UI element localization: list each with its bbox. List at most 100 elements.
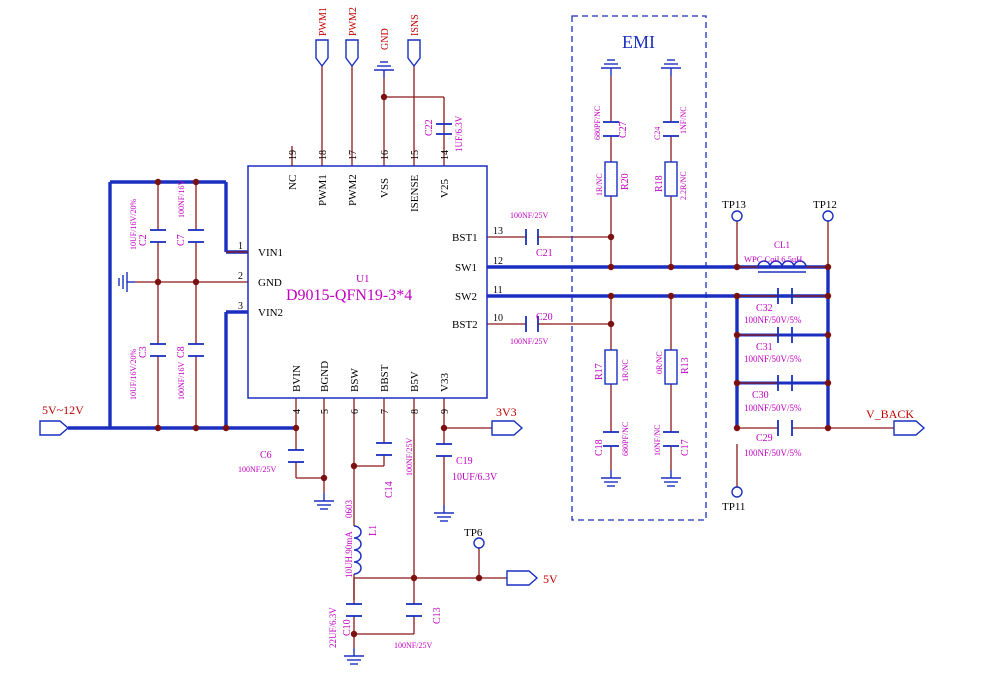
- c14-label: C14: [384, 481, 395, 498]
- pin-num-3: 3: [238, 301, 243, 312]
- pin-num-19: 19: [288, 150, 299, 160]
- c29-value: 100NF/50V/5%: [744, 448, 802, 458]
- c6-value: 100NF/25V: [238, 465, 276, 474]
- cl1-value: WPC Coil 6.5uH: [744, 254, 802, 264]
- tp13-label: TP13: [722, 199, 746, 211]
- c20-value: 100NF/25V: [510, 337, 548, 346]
- test-points: [473, 210, 834, 549]
- c7-value: 100NF/16V: [177, 180, 186, 218]
- c18-label: C18: [594, 439, 605, 456]
- pin-name-sw1: SW1: [455, 262, 477, 274]
- pin-name-nc: NC: [287, 175, 299, 190]
- c21-value: 100NF/25V: [510, 211, 548, 220]
- pin-name-bbst: BBST: [379, 364, 391, 392]
- c17-label: C17: [680, 439, 691, 456]
- pin-num-2: 2: [238, 271, 243, 282]
- pin-name-bst1: BST1: [452, 232, 478, 244]
- l1-value: 10UH.90mA: [344, 531, 354, 578]
- inductor-l1: [353, 494, 362, 575]
- tp12-label: TP12: [813, 199, 837, 211]
- pin-name-sw2: SW2: [455, 291, 477, 303]
- l1-label: L1: [368, 525, 379, 536]
- c13-label: C13: [432, 607, 443, 624]
- c20-label: C20: [536, 312, 553, 323]
- pin-num-16: 16: [380, 150, 391, 160]
- r18-label: R18: [654, 175, 665, 192]
- c10-label: C10: [342, 619, 353, 636]
- ground-symbols: [118, 59, 682, 665]
- pin-num-15: 15: [410, 150, 421, 160]
- pin-num-6: 6: [350, 409, 361, 414]
- c19-label: C19: [456, 456, 473, 467]
- c6-label: C6: [260, 450, 272, 461]
- r20-value: 1R/NC: [595, 173, 604, 196]
- pin-num-8: 8: [410, 409, 421, 414]
- resistor-symbols: [604, 161, 678, 385]
- pin-name-bvin: BVIN: [291, 365, 303, 392]
- c3-label: C3: [138, 346, 149, 358]
- port-isns-label: ISNS: [410, 14, 421, 36]
- c27-value: 680PF/NC: [593, 106, 602, 140]
- input-cap-wires: [157, 182, 197, 428]
- c24-label: C24: [653, 127, 662, 140]
- r17-value: 1R/NC: [621, 359, 630, 382]
- pin-num-13: 13: [493, 226, 503, 237]
- r17-label: R17: [594, 363, 605, 380]
- port-pwm1-label: PWM1: [318, 7, 329, 36]
- pin-num-17: 17: [348, 150, 359, 160]
- r20-label: R20: [620, 173, 631, 190]
- port-isns-shape: [407, 39, 421, 68]
- c27-label: C27: [618, 121, 629, 138]
- pin-num-7: 7: [380, 409, 391, 414]
- pin-name-bst2: BST2: [452, 319, 478, 331]
- c7-label: C7: [176, 234, 187, 246]
- emi-region-box: [571, 15, 707, 521]
- c3-value: 10UF/16V/20%: [129, 349, 138, 400]
- port-vback-label: V_BACK: [866, 407, 914, 421]
- pin-name-isense: ISENSE: [409, 174, 421, 212]
- port-vback-shape: [893, 420, 926, 436]
- pin-name-v33: V33: [439, 373, 451, 392]
- ic-ref: U1: [356, 273, 369, 285]
- pin-name-gnd: GND: [258, 277, 282, 289]
- ic-pin-stubs: [226, 146, 293, 253]
- c29-label: C29: [756, 433, 773, 444]
- port-pwm2-shape: [345, 39, 359, 68]
- c22-label: C22: [424, 119, 435, 136]
- pin-name-bgnd: BGND: [319, 361, 331, 392]
- c18-value: 680PF/NC: [621, 422, 630, 456]
- c2-label: C2: [138, 234, 149, 246]
- port-pwm2-label: PWM2: [348, 7, 359, 36]
- c2-value: 10UF/16V/20%: [129, 199, 138, 250]
- c17-value: 10NF/NC: [653, 424, 662, 456]
- c24-value: 1NF/NC: [679, 106, 688, 134]
- c32-label: C32: [756, 303, 773, 314]
- ic-body: [247, 165, 488, 399]
- pin-num-5: 5: [320, 409, 331, 414]
- pin-num-10: 10: [493, 313, 503, 324]
- pin-name-v25: V25: [439, 179, 451, 198]
- port-5v-label: 5V: [543, 572, 558, 586]
- r18-value: 2.2R/NC: [679, 171, 688, 200]
- pin-name-bsw: BSW: [349, 368, 361, 392]
- emi-label: EMI: [622, 32, 655, 52]
- pin-num-12: 12: [493, 256, 503, 267]
- pin-num-4: 4: [292, 409, 303, 414]
- tp6-label: TP6: [464, 527, 483, 539]
- pin-name-vss: VSS: [379, 178, 391, 198]
- pin-name-vin1: VIN1: [258, 247, 283, 259]
- c31-value: 100NF/50V/5%: [744, 354, 802, 364]
- c30-value: 100NF/50V/5%: [744, 403, 802, 413]
- r13-value: 0R/NC: [655, 351, 664, 374]
- port-pwm1-shape: [315, 39, 329, 68]
- pin-num-18: 18: [318, 150, 329, 160]
- c8-label: C8: [176, 346, 187, 358]
- r13-label: R13: [680, 357, 691, 374]
- port-vin-shape: [39, 420, 70, 436]
- port-vin-label: 5V~12V: [42, 403, 84, 417]
- c19-value: 10UF/6.3V: [452, 472, 498, 483]
- pin-name-b5v: B5V: [409, 371, 421, 392]
- port-gnd-label: GND: [380, 28, 391, 50]
- c31-label: C31: [756, 342, 773, 353]
